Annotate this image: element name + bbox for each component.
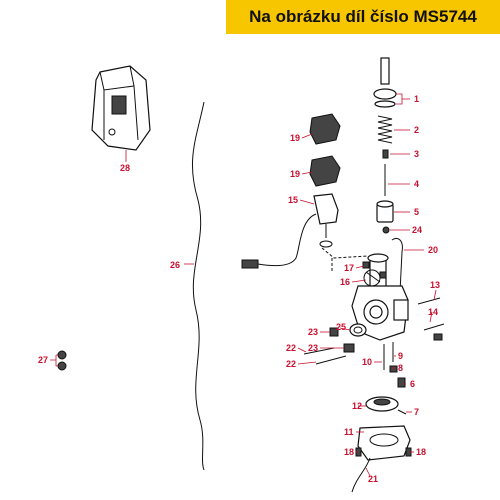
part-12-float	[365, 396, 399, 412]
banner-text: Na obrázku díl číslo MS5744	[249, 7, 477, 26]
callout-23a: 23	[308, 327, 318, 337]
callout-15: 15	[288, 195, 298, 205]
callout-12: 12	[352, 401, 362, 411]
callout-16: 16	[340, 277, 350, 287]
part-26-cable	[191, 101, 205, 471]
callout-11: 11	[344, 427, 354, 437]
part-11-float-bowl	[357, 425, 411, 461]
callout-23b: 23	[308, 343, 318, 353]
callout-19b: 19	[290, 169, 300, 179]
part-24-jet	[382, 226, 390, 234]
callout-22a: 22	[286, 343, 296, 353]
part-20-hose	[391, 238, 403, 293]
leader-lines	[125, 93, 437, 477]
callout-13: 13	[430, 280, 440, 290]
callout-3: 3	[414, 149, 419, 159]
callout-24: 24	[412, 225, 422, 235]
part-19-caps	[309, 113, 341, 187]
part-number-banner: Na obrázku díl číslo MS5744	[226, 0, 500, 34]
callout-14: 14	[428, 307, 438, 317]
callout-6: 6	[410, 379, 415, 389]
callout-9: 9	[398, 351, 403, 361]
part-15-choke	[241, 193, 339, 269]
part-1-cap	[373, 57, 397, 108]
callout-8: 8	[398, 363, 403, 373]
callout-18a: 18	[344, 447, 354, 457]
part-21-drain-hose	[351, 457, 371, 493]
part-28-bracket	[91, 65, 151, 151]
callout-28: 28	[120, 163, 130, 173]
part-17-screws	[362, 261, 387, 279]
callout-27: 27	[38, 355, 48, 365]
part-27-screws	[50, 350, 67, 371]
part-25-gasket	[349, 323, 367, 337]
part-2-spring	[377, 115, 393, 144]
part-13-14-screws	[417, 297, 445, 341]
callout-18b: 18	[416, 447, 426, 457]
callout-7: 7	[414, 407, 419, 417]
part-6-jet	[397, 377, 406, 388]
callout-20: 20	[428, 245, 438, 255]
callout-10: 10	[362, 357, 372, 367]
part-3-4-needle	[382, 149, 389, 196]
callout-4: 4	[414, 179, 419, 189]
callout-19a: 19	[290, 133, 300, 143]
part-5-slide	[376, 200, 394, 223]
callout-21: 21	[368, 474, 378, 484]
callout-2: 2	[414, 125, 419, 135]
part-7-pin	[397, 409, 407, 415]
callout-5: 5	[414, 207, 419, 217]
carburetor-body	[351, 253, 409, 341]
callout-25: 25	[336, 322, 346, 332]
callout-22b: 22	[286, 359, 296, 369]
callout-26: 26	[170, 260, 180, 270]
callout-1: 1	[414, 94, 419, 104]
part-8-9-10	[383, 342, 398, 373]
callout-17: 17	[344, 263, 354, 273]
